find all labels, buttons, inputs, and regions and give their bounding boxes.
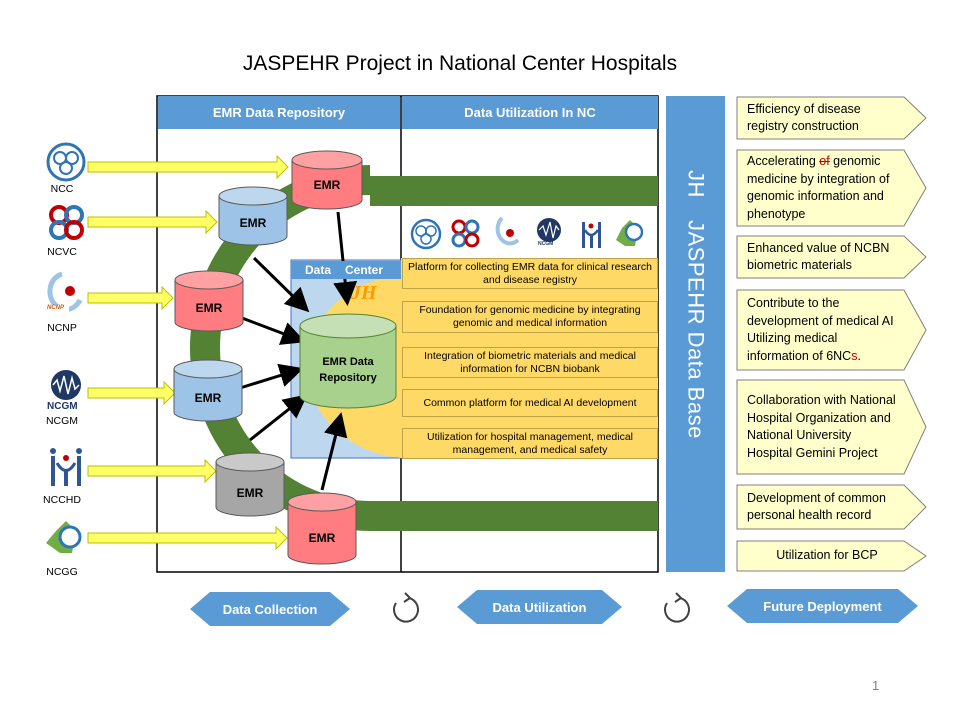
emr-cylinder-ncgg	[287, 492, 357, 565]
logo-row-ncgm-text: NCGM	[538, 241, 554, 247]
jh-database-name: JASPEHR Data Base	[683, 219, 709, 439]
emr-label: EMR	[195, 301, 223, 315]
utilization-item: Platform for collecting EMR data for cli…	[402, 258, 658, 289]
utilization-item: Foundation for genomic medicine by integ…	[402, 301, 658, 333]
data-center-label-left: Data	[305, 263, 332, 277]
central-repository-label: EMR Data Repository	[319, 356, 377, 384]
refresh-icon-2	[664, 592, 690, 623]
jh-database-column	[666, 96, 725, 572]
collection-arrows	[87, 154, 289, 551]
ncc-logo-icon	[46, 142, 86, 182]
institution-label: NCGM	[45, 415, 79, 427]
benefit-item: Collaboration with National Hospital Org…	[747, 393, 896, 460]
header-data-utilization: Data Utilization In NC	[402, 96, 658, 129]
header-emr-repository: EMR Data Repository	[158, 96, 400, 129]
page-number: 1	[872, 678, 880, 693]
benefit-item: Utilization for BCP	[776, 548, 878, 563]
ncgm-logo-icon	[51, 370, 81, 400]
logo-row-ncgm-icon	[537, 218, 561, 242]
benefit-item: Enhanced value of NCBN biometric materia…	[747, 240, 890, 273]
repository-arrows	[239, 211, 358, 491]
ncvc-logo-icon	[49, 205, 84, 240]
jh-logo: JH	[351, 282, 377, 304]
ncchd-logo-icon	[50, 448, 82, 486]
institution-label: NCC	[50, 183, 74, 195]
emr-label: EMR	[194, 391, 222, 405]
emr-cylinder-ncchd	[215, 452, 285, 517]
highlighted-suffix: s	[851, 348, 858, 363]
emr-label: EMR	[308, 531, 336, 545]
logo-row-ncgg-icon	[616, 220, 644, 246]
emr-label: EMR	[239, 216, 267, 230]
emr-cylinder-ncnp	[174, 270, 244, 332]
logo-row-ncchd-icon	[582, 222, 601, 248]
benefit-item: Contribute to the development of medical…	[737, 290, 927, 370]
emr-cylinder-ncgm	[173, 359, 243, 422]
benefit-item: Accelerating of genomic medicine by inte…	[737, 150, 927, 226]
data-center-label-right: Center	[345, 263, 384, 277]
jh-database-prefix: JH	[683, 170, 709, 198]
institution-label: NCNP	[47, 322, 77, 334]
institution-label: NCCHD	[43, 494, 81, 506]
ncnp-logo-icon	[47, 271, 83, 312]
logo-row-ncnp-icon	[495, 216, 520, 246]
emr-label: EMR	[313, 178, 341, 192]
logo-row-ncvc-icon	[451, 219, 480, 248]
phase-data-collection: Data Collection	[222, 601, 318, 617]
page-title: JASPEHR Project in National Center Hospi…	[242, 52, 678, 75]
data-center-header: Data Center	[291, 261, 401, 279]
utilization-item: Common platform for medical AI developme…	[402, 389, 658, 417]
benefit-item: Efficiency of disease registry construct…	[747, 101, 861, 134]
utilization-item: Integration of biometric materials and m…	[402, 347, 658, 378]
central-repository-cylinder	[299, 313, 397, 409]
benefit-item: Development of common personal health re…	[747, 490, 886, 523]
institution-label: NCGG	[46, 566, 78, 578]
phase-arrow-shapes	[190, 589, 918, 626]
phase-data-utilization: Data Utilization	[492, 599, 587, 615]
benefit-item-text: Contribute to the development of medical…	[747, 296, 894, 363]
emr-cylinder-ncc	[291, 150, 363, 210]
ncgm-logo-text: NCGM	[47, 401, 78, 412]
logo-row-ncc-icon	[410, 218, 442, 250]
benefit-shapes	[736, 96, 927, 572]
institution-label: NCVC	[47, 246, 77, 258]
benefit-item-text: Accelerating of genomic medicine by inte…	[747, 154, 890, 221]
phase-future-deployment: Future Deployment	[763, 598, 882, 614]
utilization-item: Utilization for hospital management, med…	[402, 428, 658, 459]
ncgg-logo-icon	[46, 521, 82, 553]
strikethrough-text: of	[819, 154, 830, 168]
emr-cylinder-ncvc	[218, 186, 288, 246]
jh-database-label: JH JASPEHR Data Base	[666, 170, 725, 500]
emr-label: EMR	[236, 486, 264, 500]
ncnp-logo-text: NCNP	[47, 305, 65, 311]
refresh-icon-1	[393, 592, 419, 623]
